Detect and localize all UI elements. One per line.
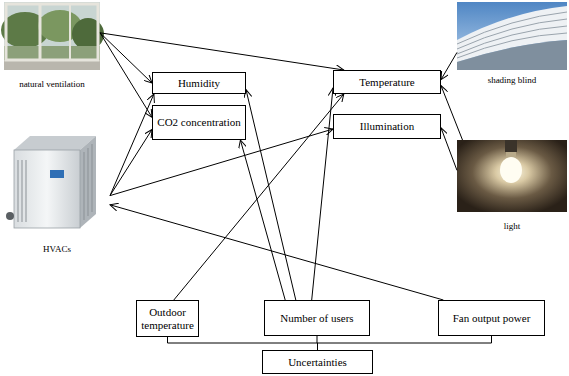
light-photo (457, 140, 567, 212)
influence-arrow (100, 33, 152, 118)
influence-arrow (110, 94, 154, 196)
hvac-vents (18, 144, 92, 222)
window-mullion (39, 4, 42, 60)
hvac-photo (6, 136, 96, 228)
bulb-socket (505, 140, 517, 152)
window-ground (4, 46, 100, 60)
state-box: Illumination (333, 114, 441, 139)
influence-arrow (441, 128, 457, 171)
bracket-line (168, 337, 318, 350)
state-box: CO2 concentration (152, 105, 246, 140)
influence-arrow (312, 88, 333, 300)
factor-box: Fan output power (438, 300, 545, 336)
box-label: Illumination (360, 120, 414, 133)
box-label: CO2 concentration (157, 116, 240, 129)
picture-caption: shading blind (487, 75, 538, 86)
influence-arrow (441, 86, 463, 140)
picture-caption: light (503, 221, 522, 232)
box-label: Outdoor temperature (141, 306, 194, 331)
box-label: Number of users (280, 312, 353, 325)
picture-node: HVACs (4, 123, 110, 255)
influence-arrow (240, 140, 285, 300)
window-frame (6, 4, 98, 60)
hvac-front (14, 150, 80, 228)
box-label: Fan output power (453, 312, 531, 325)
picture-node: light (457, 140, 567, 232)
influence-arrow (100, 33, 344, 70)
window-mullion (69, 4, 71, 60)
influence-arrow (441, 52, 457, 79)
box-label: Temperature (359, 76, 414, 89)
state-box: Temperature (333, 70, 441, 94)
picture-caption: HVACs (42, 244, 72, 255)
hvac-badge (50, 170, 64, 178)
hvac-knob (6, 212, 14, 220)
box-label: Humidity (178, 77, 220, 90)
influence-arrow (110, 205, 443, 300)
window-photo (1, 2, 104, 70)
picture-node: shading blind (457, 2, 567, 86)
building-glass (457, 40, 567, 70)
influence-arrow (110, 130, 152, 196)
shading-blind-photo (457, 2, 567, 70)
bracket-line (318, 336, 492, 350)
picture-node: natural ventilation (4, 2, 100, 90)
factor-box: Number of users (264, 300, 370, 336)
root-box: Uncertainties (262, 350, 373, 374)
picture-caption: natural ventilation (18, 79, 86, 90)
bulb-glass (500, 157, 522, 183)
hvac-side (80, 136, 96, 228)
building-sky (457, 2, 567, 70)
factor-box: Outdoor temperature (136, 300, 199, 337)
box-label: Uncertainties (288, 356, 347, 369)
light-glow (457, 140, 567, 212)
influence-arrow (246, 90, 296, 300)
state-box: Humidity (152, 72, 246, 94)
